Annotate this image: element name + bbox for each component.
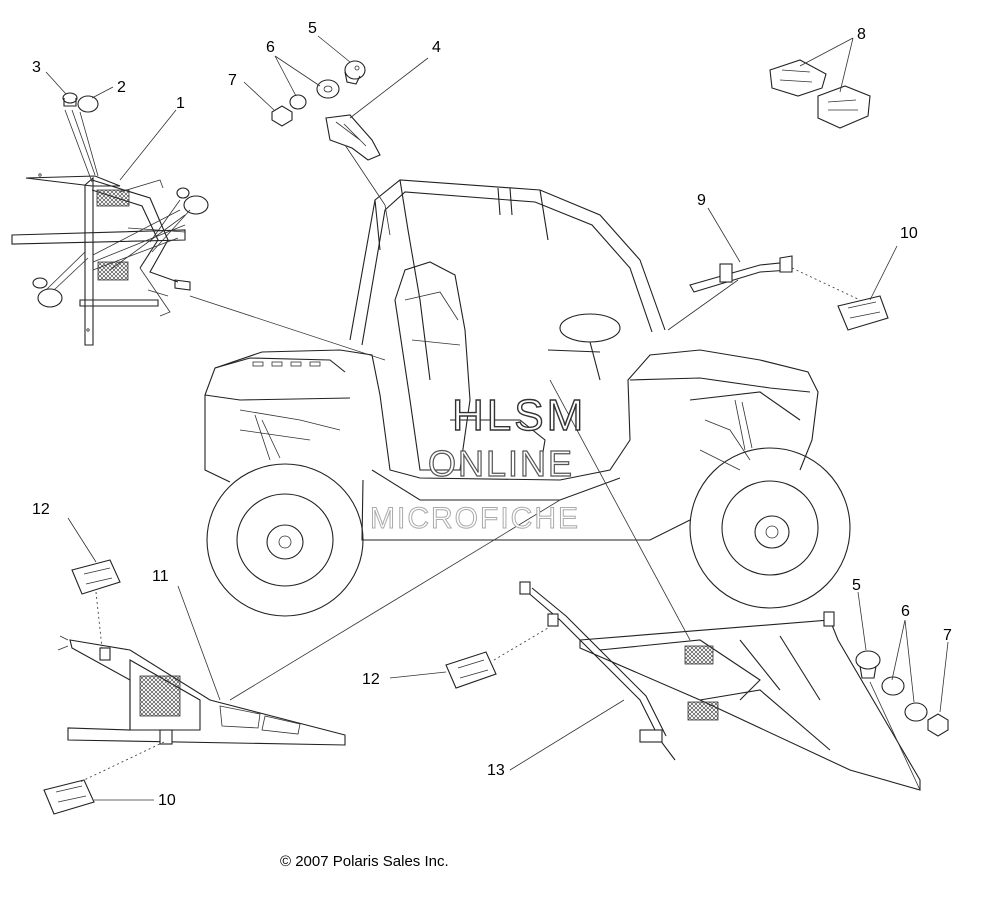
buckle-lower-left-bottom bbox=[43, 779, 95, 815]
door-net-right-lower bbox=[519, 581, 921, 791]
roll-cage bbox=[349, 179, 666, 381]
buckle-lower-center bbox=[445, 651, 497, 689]
push-rivet-top bbox=[344, 60, 366, 85]
callout-10-top: 10 bbox=[900, 225, 918, 242]
callout-10-bottom: 10 bbox=[158, 792, 176, 809]
strap-upper-right bbox=[689, 255, 793, 293]
watermark-line-2: ONLINE bbox=[428, 443, 574, 484]
callout-labels: 1 2 3 4 5 6 7 8 9 10 12 11 12 13 5 6 7 1… bbox=[32, 20, 952, 809]
callout-5-top: 5 bbox=[308, 20, 317, 37]
buckle-upper-right bbox=[837, 295, 889, 331]
callout-9: 9 bbox=[697, 192, 706, 209]
washer-left-lower-net bbox=[32, 277, 63, 308]
door-net-left-lower bbox=[57, 635, 346, 746]
push-rivet-upper-left bbox=[62, 92, 78, 107]
buckle-lower-left-upper bbox=[71, 559, 121, 595]
front-wheel bbox=[689, 447, 851, 609]
washer-top-small bbox=[289, 94, 307, 110]
callout-7-bottom: 7 bbox=[943, 627, 952, 644]
callout-6-bottom: 6 bbox=[901, 603, 910, 620]
leader-lines bbox=[45, 35, 949, 801]
callout-5-bottom: 5 bbox=[852, 577, 861, 594]
seat bbox=[394, 261, 546, 471]
washer-upper-left bbox=[77, 95, 99, 113]
nut-top bbox=[271, 105, 293, 127]
callout-12-center: 12 bbox=[362, 671, 380, 688]
vehicle-body bbox=[204, 349, 819, 541]
callout-11: 11 bbox=[152, 568, 169, 585]
callout-13: 13 bbox=[487, 762, 505, 779]
push-rivet-lower-right bbox=[855, 650, 881, 679]
callout-1: 1 bbox=[176, 95, 185, 112]
callout-7-top: 7 bbox=[228, 72, 237, 89]
nut-lower-right bbox=[927, 713, 949, 737]
rear-wheel bbox=[206, 463, 364, 617]
copyright-notice: © 2007 Polaris Sales Inc. bbox=[280, 853, 449, 870]
watermark: HLSM ONLINE MICROFICHE bbox=[370, 390, 586, 535]
washer-lower-right bbox=[881, 676, 928, 722]
washer-top bbox=[316, 79, 340, 99]
steering-wheel bbox=[547, 313, 621, 381]
callout-8: 8 bbox=[857, 26, 866, 43]
buckle-top-right bbox=[769, 59, 871, 129]
vehicle-illustration bbox=[204, 179, 851, 617]
watermark-line-1: HLSM bbox=[452, 391, 586, 440]
watermark-line-3: MICROFICHE bbox=[370, 502, 580, 535]
callout-12-left: 12 bbox=[32, 501, 50, 518]
washer-right-upper-net bbox=[176, 187, 209, 215]
buckle-strap-top bbox=[325, 114, 381, 161]
callout-6-top: 6 bbox=[266, 39, 275, 56]
callout-4: 4 bbox=[432, 39, 441, 56]
callout-3: 3 bbox=[32, 59, 41, 76]
door-net-left-upper bbox=[11, 173, 191, 346]
callout-2: 2 bbox=[117, 79, 126, 96]
